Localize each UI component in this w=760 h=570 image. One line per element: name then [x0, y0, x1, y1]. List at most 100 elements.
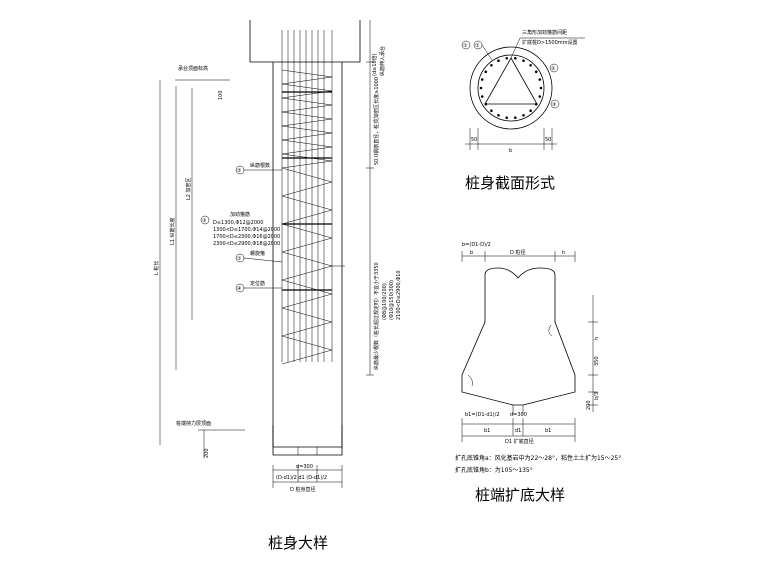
- callout-3: ③ 加劲箍筋 D≤1300,Φ12@2000 1300<D≤1700,Φ14@2…: [200, 211, 280, 247]
- longitudinal-bars: [281, 30, 333, 362]
- spiral-segment: [281, 104, 333, 113]
- bottom-dim-200: 200: [204, 448, 210, 458]
- callout-3-line-3: 1700<D≤2300,Φ16@2000: [213, 234, 280, 240]
- spiral-segment: [281, 146, 333, 155]
- callout-3-line-2: 1300<D≤1700,Φ14@2000: [213, 227, 280, 233]
- section-callout-1: ①: [463, 43, 468, 49]
- section-bar-dot: [484, 70, 488, 74]
- right-note-1: (Φ8@100/200): [382, 283, 388, 320]
- svg-text:①: ①: [237, 256, 242, 262]
- callout-1: ① 螺旋箍: [235, 250, 283, 263]
- section-dim-50b: 50: [545, 137, 551, 143]
- spiral-segment: [281, 335, 333, 351]
- section-bar-dot: [480, 78, 484, 81]
- dim-L2: L2 加密区: [185, 177, 192, 200]
- section-bar-dot: [480, 95, 484, 98]
- dim-d: d=300: [296, 464, 313, 470]
- bell-note-2: 扩孔底锥角b：为105～135°: [455, 466, 533, 474]
- section-triangle-stiffener: [484, 57, 538, 105]
- spiral-segment: [281, 83, 333, 92]
- pile-section: ① ① 三角形加劲箍筋间距 扩底桩D>1500mm设置 ② ③ 50 50 b …: [461, 29, 585, 192]
- spiral-segment: [281, 321, 333, 337]
- bell-dim-right-b3: b/3: [594, 392, 600, 400]
- bell-dim-right-350: 350: [594, 356, 600, 366]
- right-note-2: (Φ10@150/300): [389, 280, 395, 320]
- callout-4-text: 定位筋: [250, 280, 265, 287]
- section-bars: [479, 57, 543, 119]
- top-note-2: 纵筋伸入承台: [379, 46, 386, 76]
- dim-split: (D-d1)/2 d1 (D-d1)/2: [276, 475, 327, 481]
- bell-detail: b=(D1-D)/2 b D 桩径 h h 350 200 b/3 b1=(D1…: [455, 242, 621, 504]
- spiral-segment: [281, 111, 333, 120]
- bell-dim-d300: d=300: [510, 412, 527, 418]
- section-dim-b: b: [509, 148, 512, 154]
- section-bar-dot: [534, 70, 538, 74]
- callout-3-text: 加劲箍筋: [230, 211, 250, 218]
- bell-dim-D1: D1 扩底直径: [505, 438, 534, 445]
- right-dim-2: 纵筋最少根数（桩长超过规定时）不宜小于3350: [373, 262, 380, 370]
- spiral-segment: [281, 251, 333, 267]
- section-note-1: 三角形加劲箍筋间距: [522, 29, 567, 36]
- section-bar-dot: [522, 114, 525, 117]
- section-bar-dot: [529, 109, 532, 112]
- spiral-segment: [281, 307, 333, 323]
- left-bottom-label: 桩端持力层顶面: [176, 420, 211, 427]
- bell-dim-b1-formula: b1=(D1-d1)/2: [465, 412, 500, 418]
- pile-body-detail: (d≥10倍) 纵筋伸入承台 50.0钢筋直径，桩顶加密区长度≥1000 纵筋最…: [153, 20, 402, 552]
- dim-L1: L1 纵筋长度: [169, 217, 176, 245]
- spiral-stirrup: [281, 69, 333, 365]
- section-callout-3: ③: [552, 102, 556, 108]
- section-inner-circle: [477, 54, 545, 122]
- callout-4: ④ 定位筋: [235, 280, 282, 293]
- section-dim-50: 50: [471, 137, 477, 143]
- section-bar-dot: [538, 95, 542, 98]
- spiral-segment: [281, 209, 333, 225]
- spiral-segment: [281, 97, 333, 106]
- section-bar-dot: [505, 116, 509, 119]
- bell-dim-b1-right: b1: [545, 428, 551, 434]
- section-bar-dot: [514, 116, 517, 119]
- pile-cap-outline: [249, 20, 361, 63]
- top-note-1: (d≥10倍): [371, 53, 378, 76]
- svg-text:②: ②: [237, 168, 242, 174]
- section-bar-dot: [497, 114, 500, 117]
- spiral-segment: [281, 195, 333, 211]
- section-bar-dot: [505, 57, 509, 60]
- left-top-label: 承台顶面标高: [178, 65, 208, 72]
- section-note-2: 扩底桩D>1500mm设置: [522, 39, 578, 46]
- spiral-segment: [281, 279, 333, 295]
- section-bar-dot: [539, 86, 543, 90]
- section-outer-circle: [469, 46, 553, 130]
- bell-dim-d1: d1: [515, 428, 521, 434]
- spiral-segment: [281, 181, 333, 197]
- spiral-segment: [281, 349, 333, 365]
- bell-dim-top-D: D 桩径: [510, 249, 525, 256]
- callout-3-line-4: 2300<D≤2900,Φ18@2000: [213, 241, 280, 247]
- bell-note-1: 扩孔底锥角a：风化基岩中为22～28°，粘性土土扩为15～25°: [455, 454, 621, 462]
- spiral-segment: [281, 167, 333, 183]
- callout-2: ② 纵筋根数: [235, 162, 282, 175]
- stiffening-rings: [282, 91, 332, 291]
- callout-3-line-1: D≤1300,Φ12@2000: [213, 220, 263, 226]
- section-callout-2: ②: [551, 66, 556, 72]
- section-bar-dot: [497, 59, 500, 62]
- section-bar-dot: [479, 86, 483, 90]
- title-section-form: 桩身截面形式: [465, 174, 555, 192]
- svg-text:③: ③: [202, 218, 206, 224]
- svg-text:④: ④: [237, 286, 242, 292]
- section-bar-dot: [514, 57, 517, 60]
- section-bar-dot: [529, 64, 532, 67]
- section-bar-dot: [538, 78, 542, 81]
- section-bar-dot: [522, 59, 525, 62]
- spiral-segment: [281, 76, 333, 85]
- bell-dim-b1-left: b1: [484, 428, 490, 434]
- title-bell-detail: 桩端扩底大样: [475, 486, 565, 504]
- section-callout-1b: ①: [475, 43, 480, 49]
- right-note-3: 2100<D≤2900,Φ10: [396, 270, 402, 320]
- section-bar-dot: [490, 64, 493, 67]
- spiral-segment: [281, 118, 333, 127]
- spiral-segment: [281, 293, 333, 309]
- spiral-segment: [281, 237, 333, 253]
- spiral-segment: [281, 69, 333, 78]
